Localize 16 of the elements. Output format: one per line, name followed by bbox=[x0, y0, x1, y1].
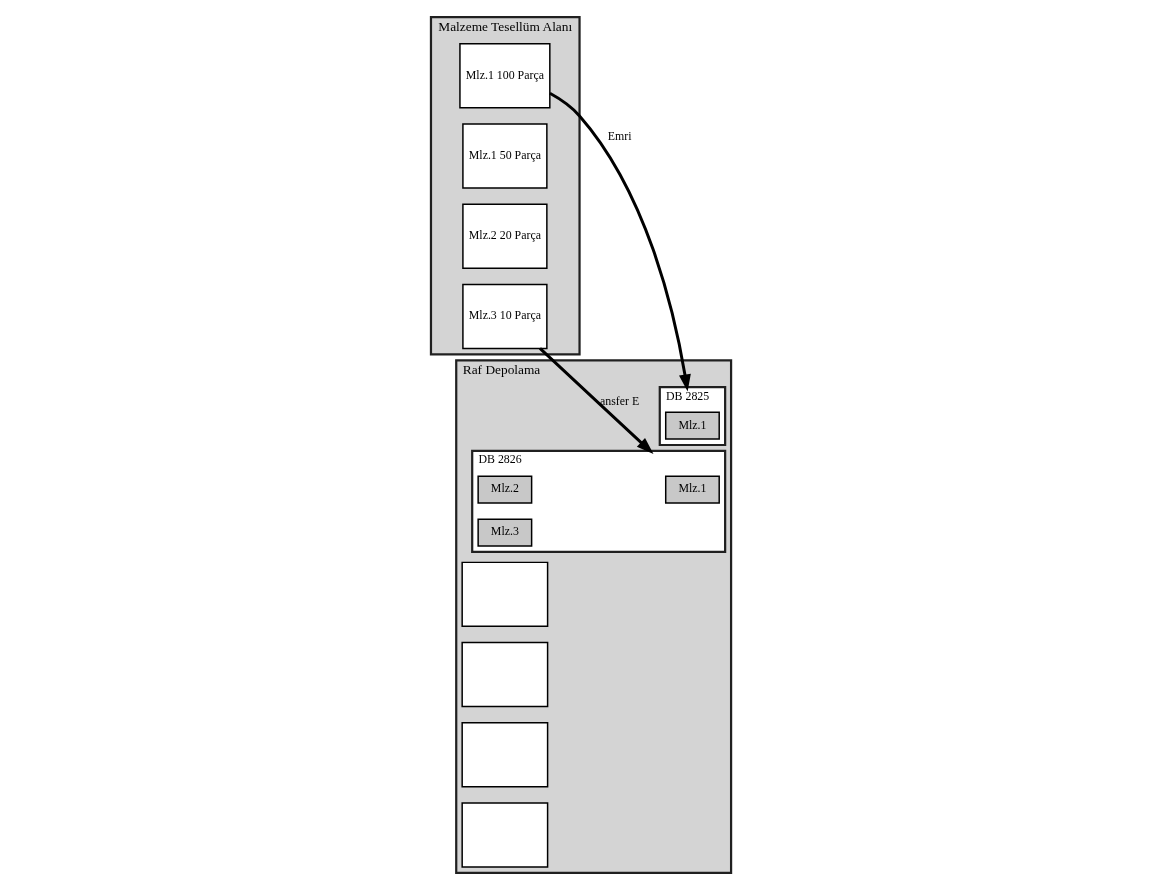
node-box bbox=[461, 802, 549, 868]
node-box: Mlz.3 bbox=[477, 518, 533, 547]
node-box bbox=[461, 722, 549, 788]
node-box bbox=[461, 641, 549, 708]
node-box: Mlz.1 bbox=[664, 475, 720, 504]
node-box: Mlz.1 bbox=[664, 411, 720, 440]
edge-label: ansfer E bbox=[600, 393, 640, 408]
edge-label: Emri bbox=[607, 129, 632, 144]
node-box: Mlz.2 20 Parça bbox=[462, 203, 548, 269]
node-box bbox=[461, 561, 549, 627]
node-box: Mlz.1 100 Parça bbox=[459, 43, 551, 109]
node-box: Mlz.3 10 Parça bbox=[462, 283, 548, 350]
arrow bbox=[549, 92, 691, 392]
node-box: Mlz.1 50 Parça bbox=[462, 123, 548, 189]
arrow bbox=[538, 347, 654, 454]
node-box: Mlz.2 bbox=[477, 475, 533, 504]
